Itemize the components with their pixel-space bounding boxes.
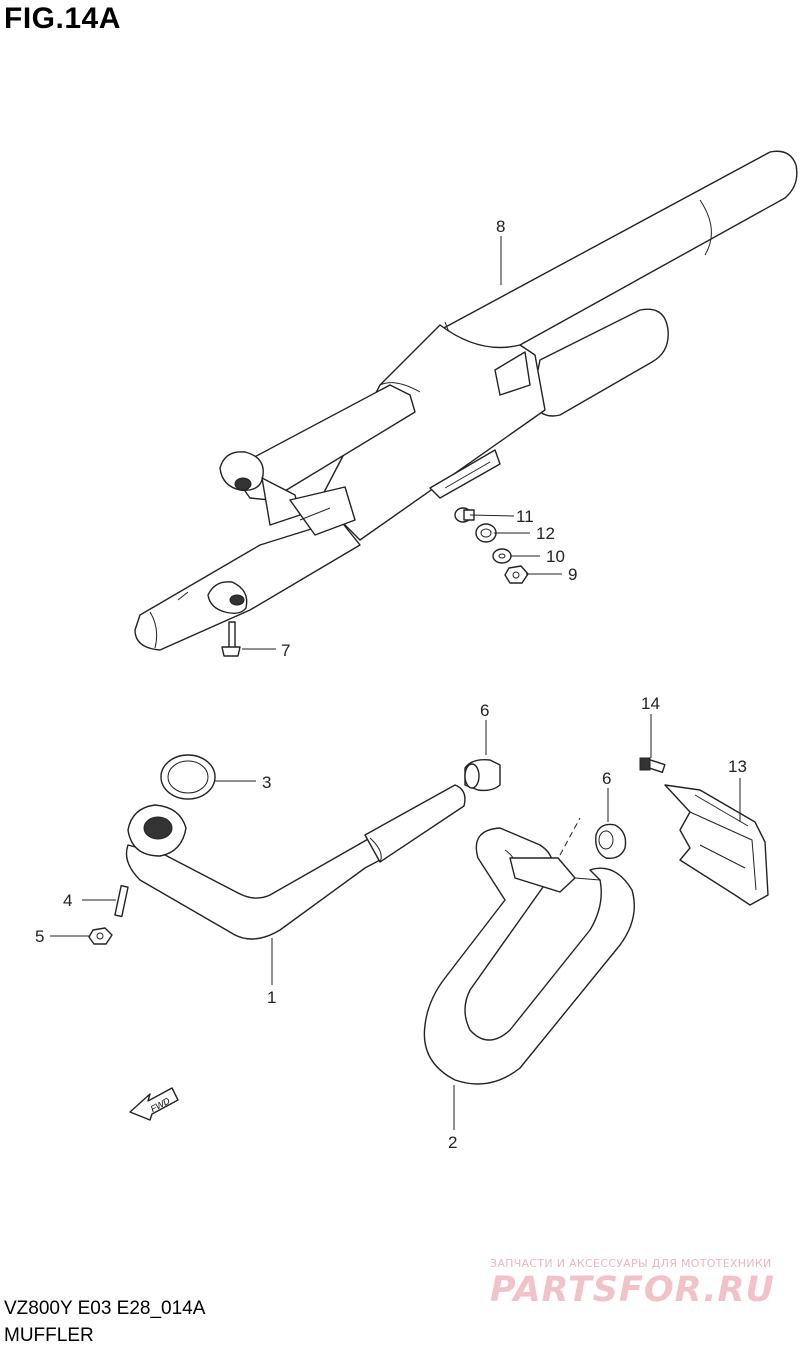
callout-7: 7: [281, 641, 290, 660]
callout-14: 14: [641, 694, 660, 713]
nut-9[interactable]: [504, 565, 529, 584]
callout-6-left: 6: [480, 701, 489, 720]
heat-shield-13[interactable]: [664, 784, 769, 906]
figure-name: MUFFLER: [4, 1325, 94, 1346]
connector-6-right[interactable]: [595, 823, 627, 859]
connector-6-left[interactable]: [464, 758, 501, 792]
leader-lines: [50, 236, 741, 1130]
muffler-assembly[interactable]: [134, 150, 798, 651]
callout-1: 1: [267, 988, 276, 1007]
callout-5: 5: [35, 927, 44, 946]
callout-12: 12: [536, 524, 555, 543]
exhaust-pipe-2[interactable]: [423, 817, 635, 1085]
callout-6-right: 6: [602, 769, 611, 788]
bolt-7[interactable]: [221, 621, 241, 657]
model-code: VZ800Y E03 E28_014A: [4, 1298, 206, 1319]
gasket-3[interactable]: [160, 754, 216, 800]
nut-5[interactable]: [88, 927, 113, 945]
callout-9: 9: [568, 565, 577, 584]
callout-2: 2: [448, 1133, 457, 1152]
callout-11: 11: [516, 507, 534, 526]
watermark-tagline: ЗАПЧАСТИ И АКСЕССУАРЫ ДЛЯ МОТОТЕХНИКИ: [490, 1257, 772, 1270]
forward-arrow: FWD: [129, 1087, 179, 1121]
washer-10[interactable]: [492, 548, 512, 564]
callout-3: 3: [262, 773, 271, 792]
watermark-logo: PARTSFOR.RU: [490, 1270, 775, 1310]
callouts: 8 11 12 10 9 7 6 3 4 5 1 6 14 13 2: [35, 217, 747, 1152]
bolt-14[interactable]: [639, 757, 666, 773]
callout-10: 10: [546, 547, 565, 566]
stud-4[interactable]: [114, 885, 129, 918]
callout-13: 13: [728, 757, 747, 776]
cushion-12[interactable]: [475, 523, 497, 543]
exhaust-pipe-1[interactable]: [125, 784, 466, 940]
callout-4: 4: [63, 891, 72, 910]
figure-title: FIG.14A: [4, 2, 121, 35]
callout-8: 8: [496, 217, 505, 236]
